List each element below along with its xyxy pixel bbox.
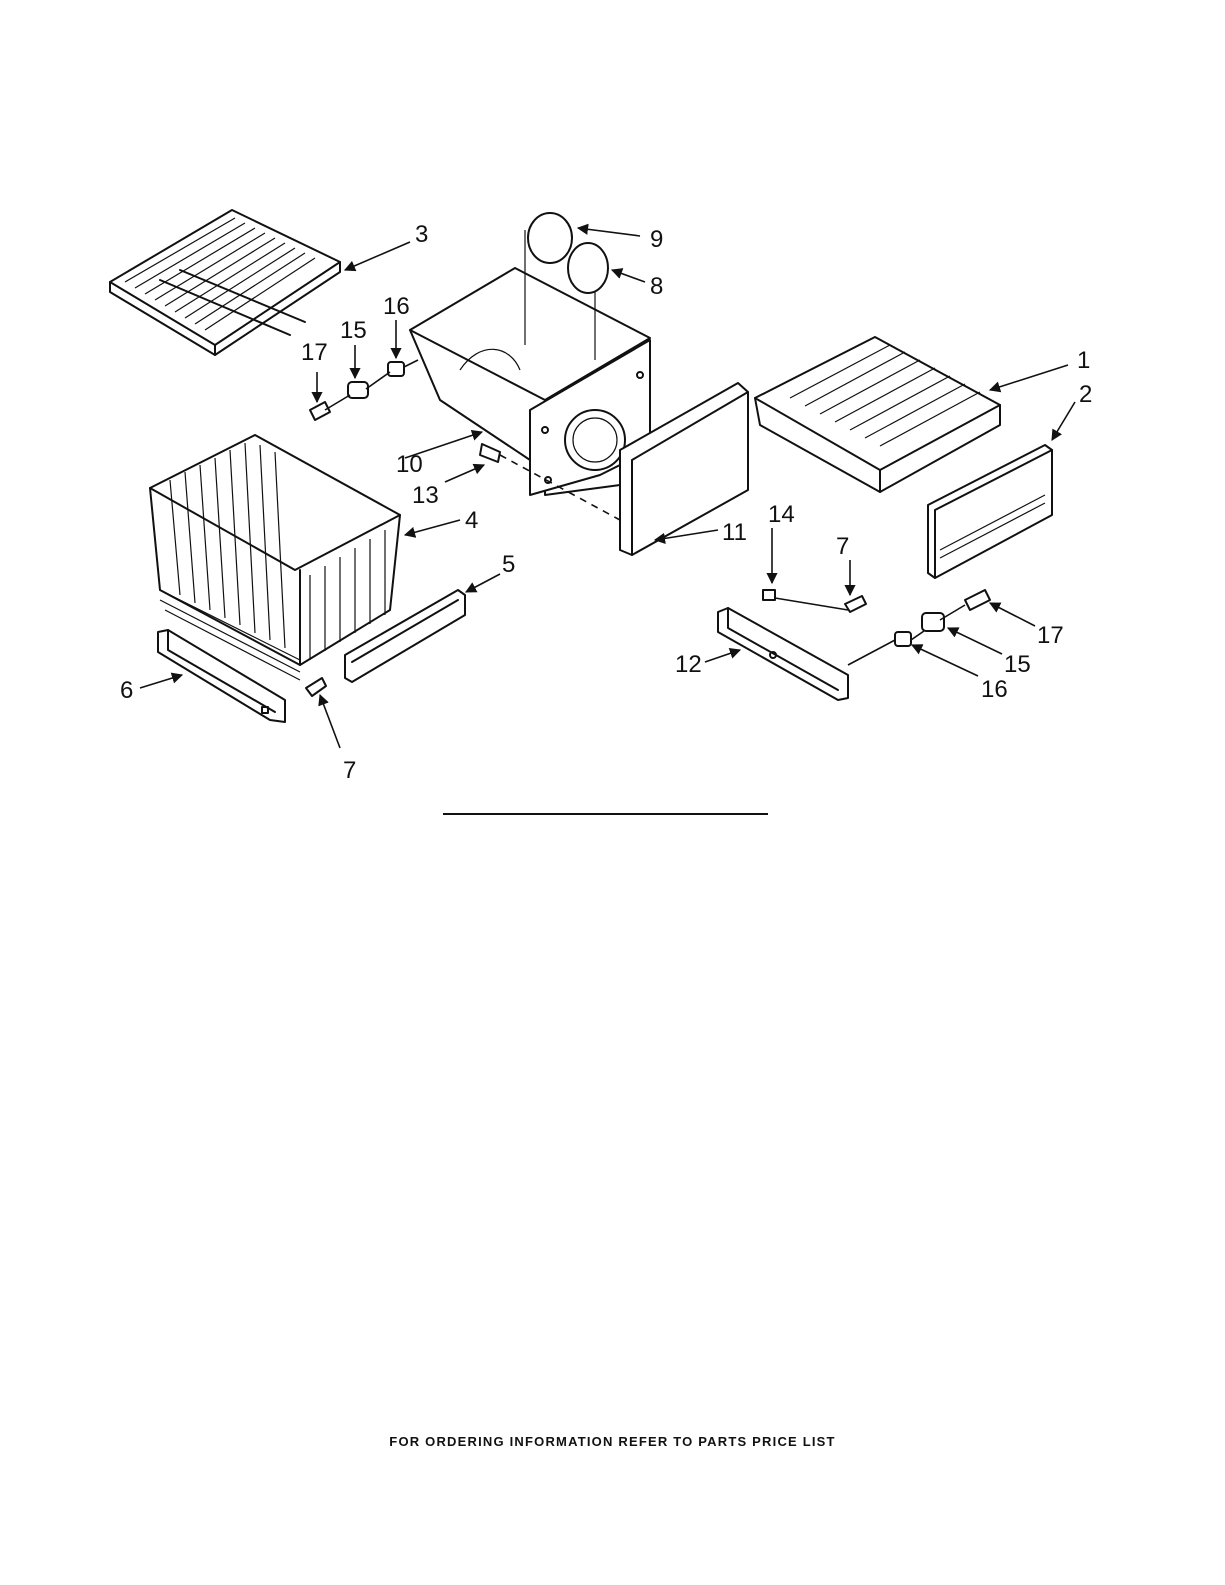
part-14-clip [763, 590, 775, 600]
callout-10: 10 [396, 451, 423, 478]
callout-9: 9 [650, 226, 663, 253]
callout-6: 6 [120, 677, 133, 704]
callout-5: 5 [502, 551, 515, 578]
part-9-fan-cover [528, 213, 572, 263]
callout-15-left: 15 [340, 317, 367, 344]
callout-11: 11 [722, 519, 747, 546]
callout-4: 4 [465, 507, 478, 534]
ordering-info-note: FOR ORDERING INFORMATION REFER TO PARTS … [0, 1434, 1225, 1449]
callout-13: 13 [412, 482, 439, 509]
callout-14: 14 [768, 501, 795, 528]
callout-15-right: 15 [1004, 651, 1031, 678]
callout-16-left: 16 [383, 293, 410, 320]
part-2-drawer-front [928, 445, 1052, 578]
part-7-screw-left [306, 678, 326, 696]
part-1-shelf [755, 337, 1000, 492]
callout-3: 3 [415, 221, 428, 248]
callout-1: 1 [1077, 347, 1090, 374]
part-3-wire-shelf [110, 210, 340, 355]
callout-12: 12 [675, 651, 702, 678]
callout-7-left: 7 [343, 757, 356, 784]
parts-17-15-16-hardware-left [310, 362, 404, 420]
callout-17-left: 17 [301, 339, 328, 366]
callout-17-right: 17 [1037, 622, 1064, 649]
part-8-fan-shroud [568, 243, 608, 293]
part-5-slide-rail [345, 590, 465, 682]
callout-8: 8 [650, 273, 663, 300]
callout-2: 2 [1079, 381, 1092, 408]
part-7-screw-right [845, 596, 866, 612]
callout-16-right: 16 [981, 676, 1008, 703]
part-12-slide-rail [718, 608, 848, 700]
callout-7-right: 7 [836, 533, 849, 560]
part-10-housing [410, 230, 650, 495]
